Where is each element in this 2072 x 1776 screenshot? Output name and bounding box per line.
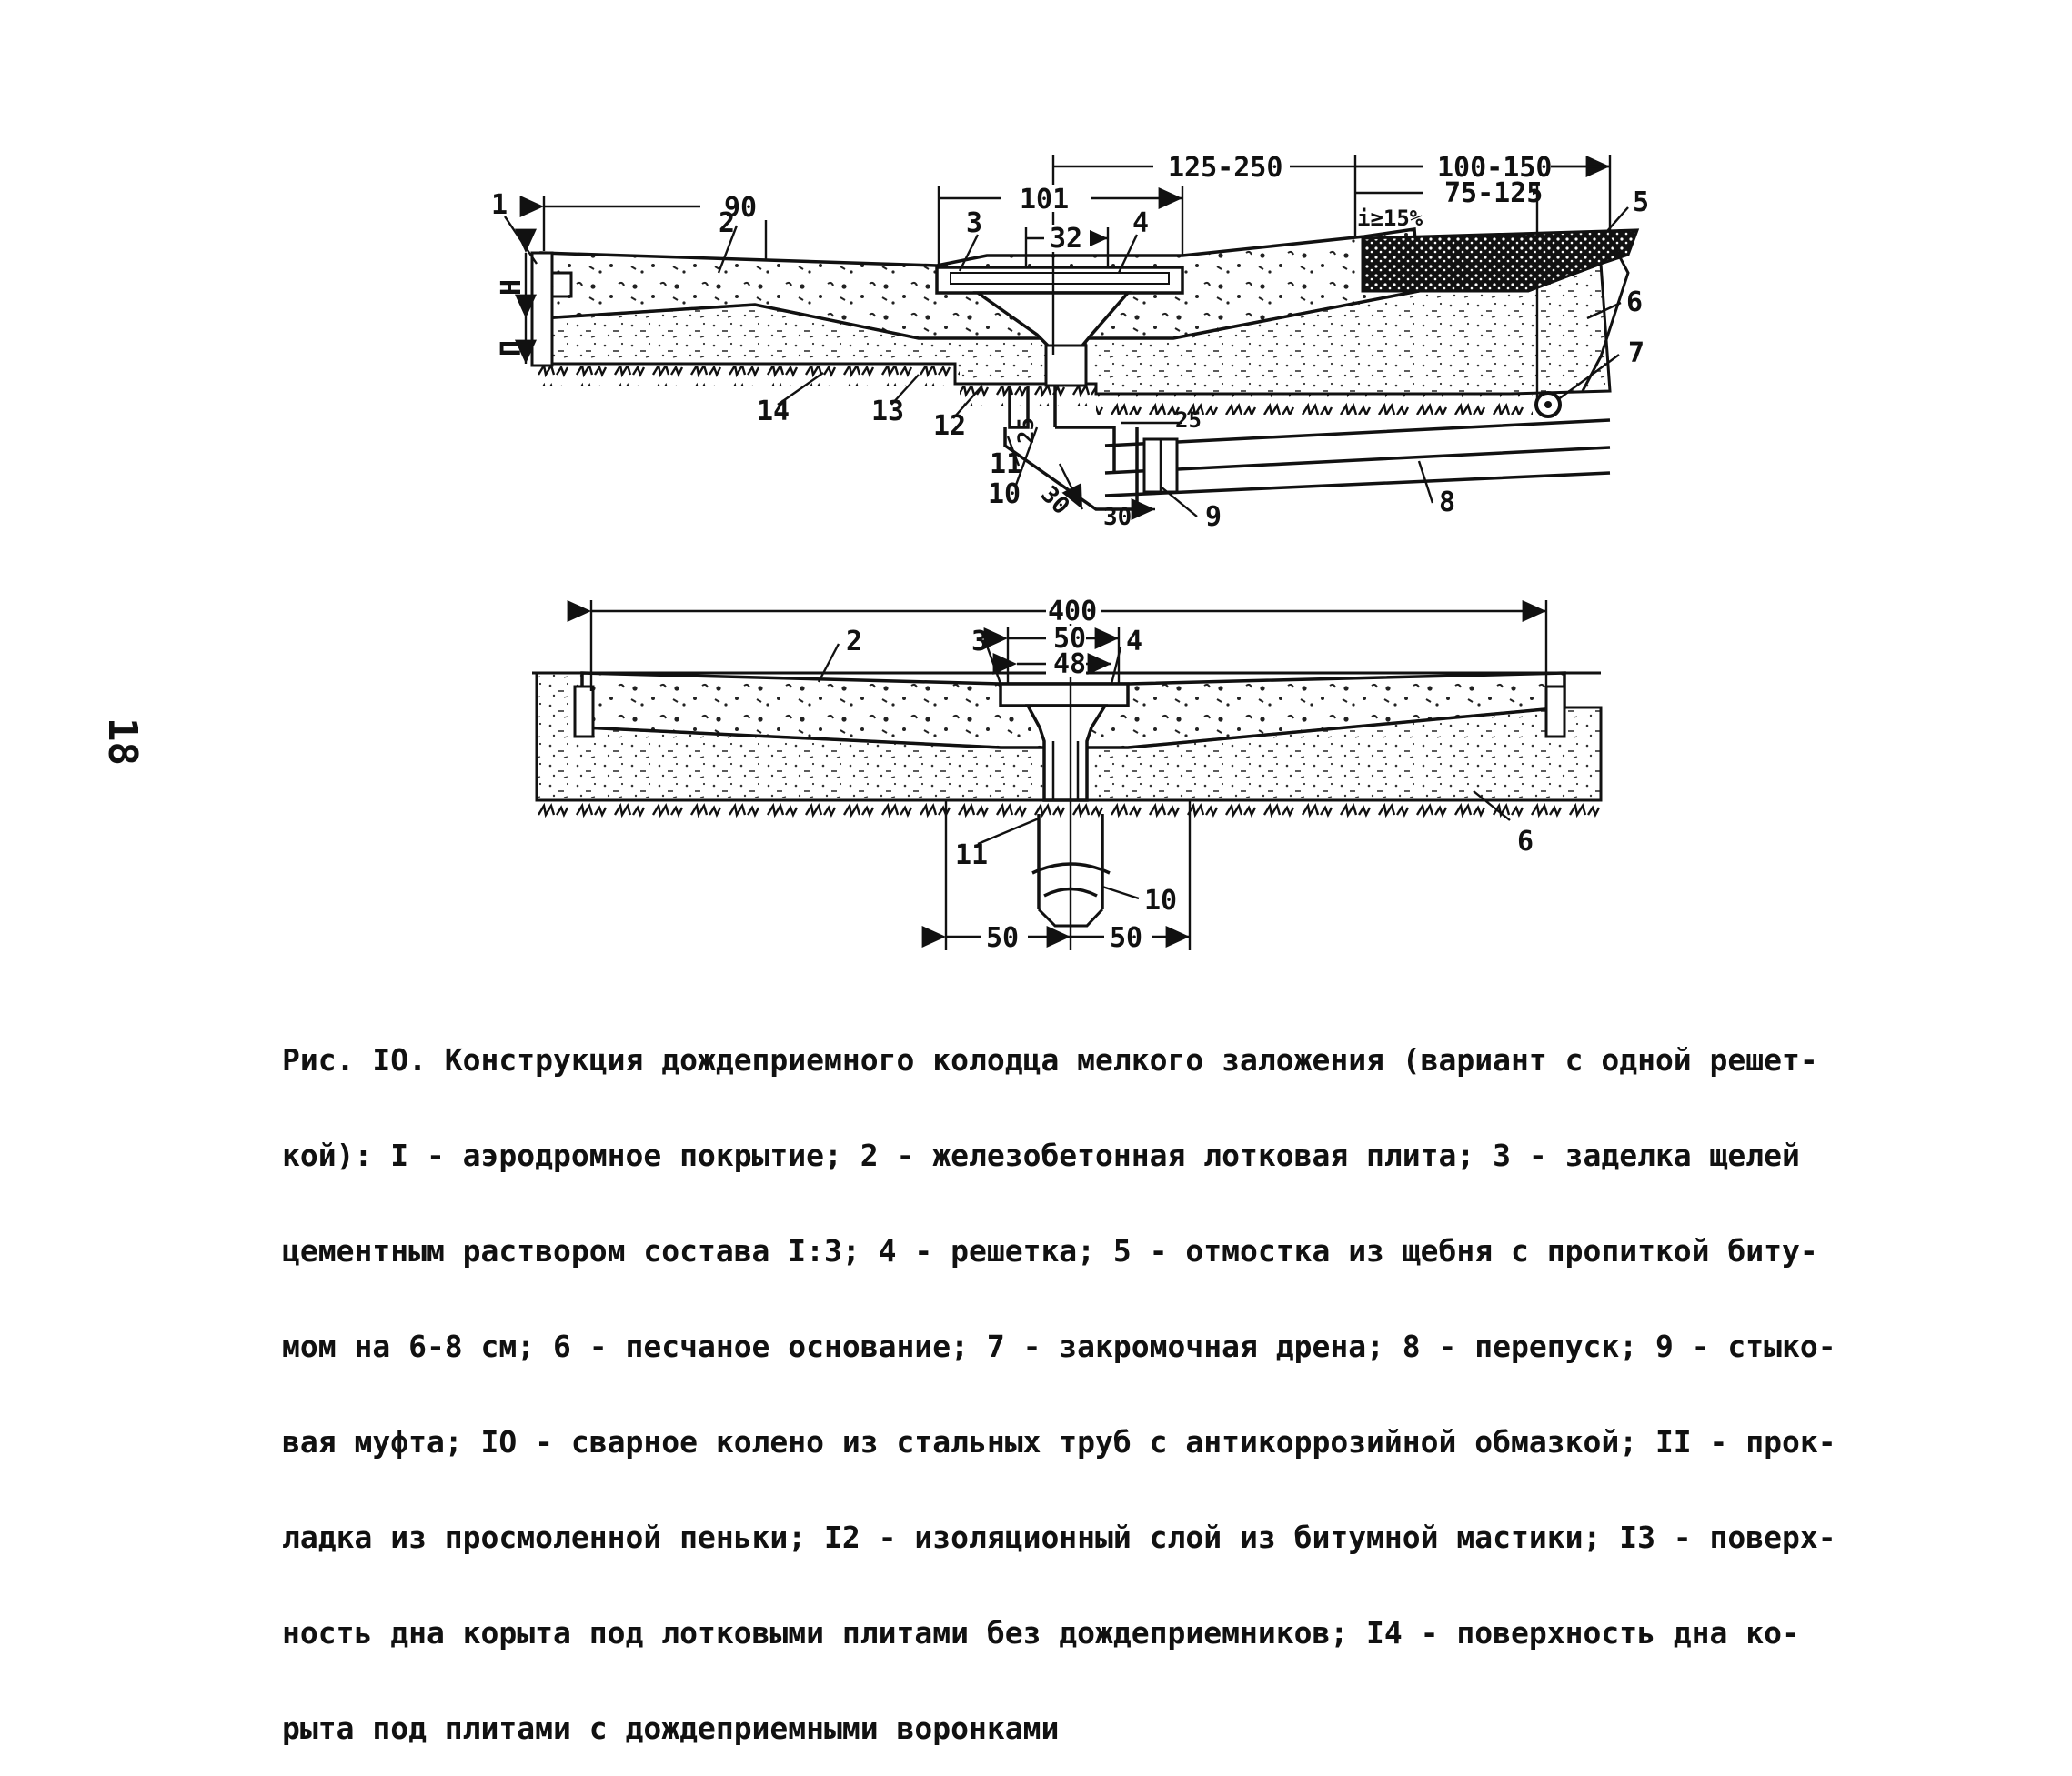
dim-slope: i≥15% <box>1357 206 1423 231</box>
callout-2: 2 <box>719 207 735 239</box>
dim-90: 90 <box>724 192 757 224</box>
dim-30b: 30 <box>1103 504 1132 531</box>
dim-30a: 30 <box>1035 481 1074 520</box>
callout-14: 14 <box>757 396 790 427</box>
drawing-canvas: 90 101 32 125-250 100-150 75-125 i≥15% H… <box>491 152 1649 954</box>
dim-P: П <box>496 340 528 356</box>
dim-75-125: 75-125 <box>1444 177 1543 209</box>
dim-101: 101 <box>1020 184 1069 216</box>
callout-6: 6 <box>1626 286 1643 318</box>
caption-line: ность дна корыта под лотковыми плитами б… <box>282 1615 1800 1651</box>
dim-100-150: 100-150 <box>1437 152 1552 184</box>
top-grate <box>935 266 1184 295</box>
callout-8: 8 <box>1439 487 1455 518</box>
bottom-callout-11: 11 <box>955 839 988 871</box>
callout-3: 3 <box>966 207 982 239</box>
bottom-callout-3: 3 <box>971 626 988 657</box>
caption-line: вая муфта; IO - сварное колено из стальн… <box>282 1424 1836 1460</box>
dim-50-right: 50 <box>1110 922 1142 954</box>
callout-7: 7 <box>1628 337 1645 369</box>
callout-10: 10 <box>988 478 1021 510</box>
bottom-callout-10: 10 <box>1144 885 1177 917</box>
dim-48: 48 <box>1053 648 1086 680</box>
callout-9: 9 <box>1205 501 1222 533</box>
top-section-drawing: 90 101 32 125-250 100-150 75-125 i≥15% H… <box>491 152 1649 533</box>
bitumen-gravel-apron <box>1361 228 1640 293</box>
caption-line: цементным раствором состава I:3; 4 - реш… <box>282 1233 1818 1269</box>
top-vertical-pipe <box>1008 386 1057 429</box>
page-number: 18 <box>98 717 146 766</box>
bottom-callout-6: 6 <box>1517 826 1534 858</box>
dim-50-left: 50 <box>986 922 1019 954</box>
bottom-section-drawing: 400 50 48 50 50 2 3 4 6 11 10 <box>532 596 1603 954</box>
bottom-callout-2: 2 <box>846 626 862 657</box>
dim-400: 400 <box>1048 596 1097 627</box>
caption-line: ладка из просмоленной пеньки; I2 - изоля… <box>282 1520 1836 1555</box>
dim-H: H <box>496 279 528 296</box>
dim-125-250: 125-250 <box>1168 152 1282 184</box>
dim-25b: 25 <box>1175 407 1202 433</box>
bottom-grate <box>999 682 1130 707</box>
bottom-elbow <box>1031 814 1111 909</box>
caption-line: кой): I - аэродромное покрытие; 2 - желе… <box>282 1138 1800 1173</box>
caption-line: рыта под плитами с дождеприемными воронк… <box>282 1711 1060 1746</box>
callout-13: 13 <box>871 396 904 427</box>
dim-25a: 25 <box>1013 417 1039 444</box>
bottom-callout-4: 4 <box>1126 626 1142 657</box>
dim-32: 32 <box>1050 223 1082 255</box>
left-joint <box>530 251 554 367</box>
bottom-funnel <box>1025 704 1109 802</box>
callout-5: 5 <box>1633 186 1649 218</box>
callout-4: 4 <box>1132 207 1149 239</box>
callout-11: 11 <box>990 448 1022 480</box>
caption-line: Рис. IO. Конструкция дождеприемного коло… <box>282 1042 1818 1078</box>
top-bypass-pipe <box>1104 418 1611 497</box>
figure-caption: Рис. IO. Конструкция дождеприемного коло… <box>282 980 1919 1776</box>
top-welded-elbow <box>1003 426 1139 511</box>
callout-12: 12 <box>933 410 966 442</box>
dim-50: 50 <box>1053 623 1086 655</box>
caption-line: мом на 6-8 см; 6 - песчаное основание; 7… <box>282 1329 1836 1364</box>
callout-1: 1 <box>491 189 508 221</box>
